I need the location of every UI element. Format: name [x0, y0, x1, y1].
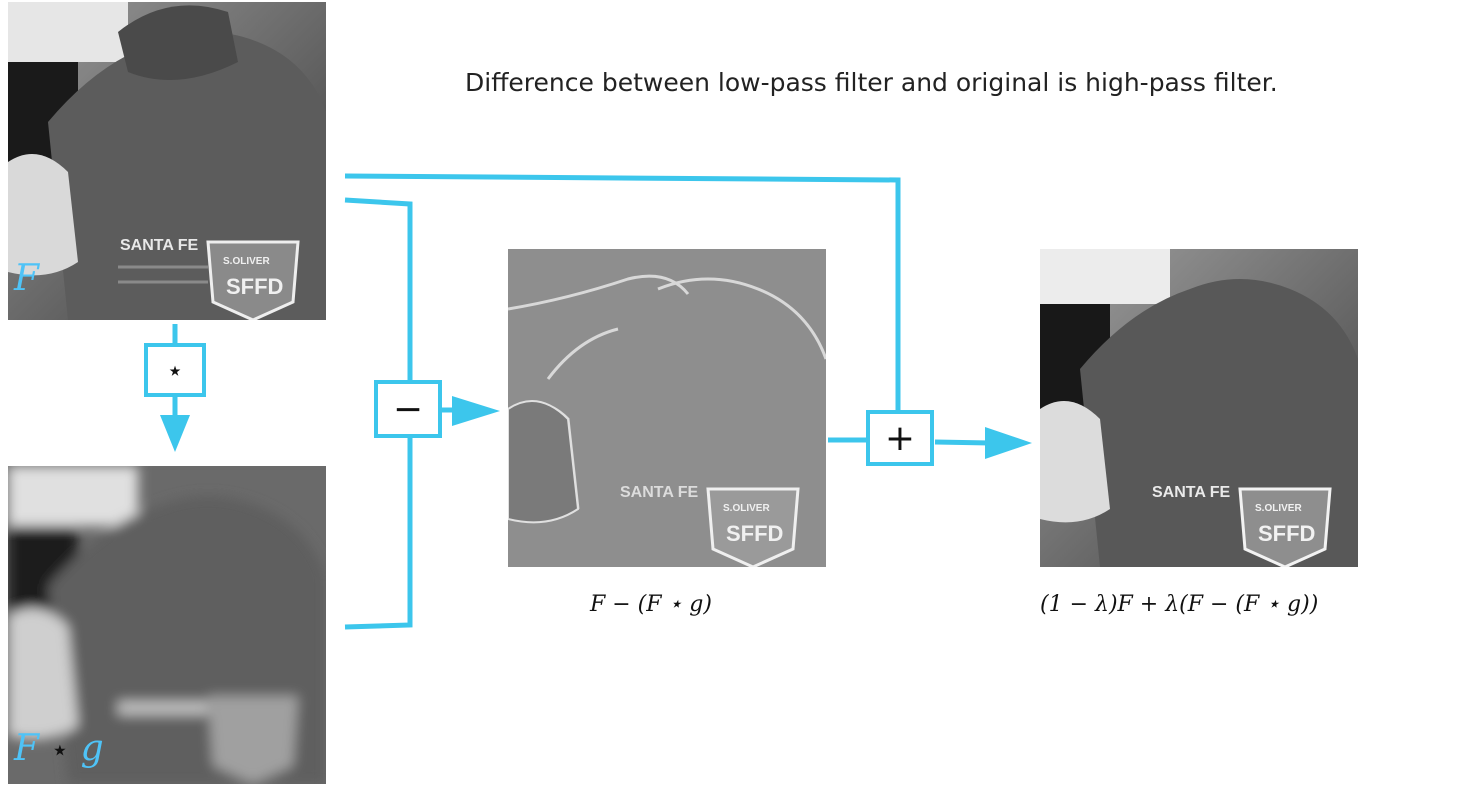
- wire-blurred-to-subtract: [344, 432, 413, 630]
- blurred-label-g: g: [80, 728, 104, 769]
- badge-main-text: SFFD: [226, 274, 283, 299]
- wire-add-to-result: [934, 439, 991, 446]
- shirt-text: SANTA FE: [120, 237, 199, 254]
- blurred-label: F ⋆ g: [14, 728, 104, 769]
- badge-top-text: S.OLIVER: [223, 256, 270, 267]
- blurred-label-op: ⋆: [50, 733, 70, 768]
- wire-original-to-add: [344, 173, 901, 412]
- arrowhead-down: [160, 415, 190, 452]
- shirt-text: SANTA FE: [620, 484, 699, 501]
- wire-original-to-subtract: [344, 197, 413, 380]
- add-operator: +: [866, 410, 934, 466]
- badge-top-text: S.OLIVER: [1255, 503, 1302, 514]
- result-image: SANTA FE S.OLIVER SFFD: [1040, 249, 1358, 567]
- add-symbol: +: [884, 417, 916, 459]
- original-label: F: [14, 258, 39, 299]
- arrowhead-to-highpass: [452, 396, 500, 426]
- highpass-image: SANTA FE S.OLIVER SFFD: [508, 249, 826, 567]
- original-image: SANTA FE S.OLIVER SFFD F: [8, 2, 326, 320]
- arrowhead-to-result: [985, 427, 1032, 459]
- blurred-image: F ⋆ g: [8, 466, 326, 784]
- page-title: Difference between low-pass filter and o…: [465, 68, 1278, 97]
- result-caption: (1 − λ)F + λ(F − (F ⋆ g)): [1040, 592, 1319, 617]
- highpass-caption: F − (F ⋆ g): [590, 592, 712, 617]
- badge-main-text: SFFD: [1258, 521, 1315, 546]
- subtract-symbol: −: [392, 388, 424, 430]
- convolve-operator: ⋆: [144, 343, 206, 397]
- badge-top-text: S.OLIVER: [723, 503, 770, 514]
- badge-main-text: SFFD: [726, 521, 783, 546]
- convolve-symbol: ⋆: [166, 353, 184, 387]
- subtract-operator: −: [374, 380, 442, 438]
- shirt-text: SANTA FE: [1152, 484, 1231, 501]
- blurred-label-f: F: [14, 728, 39, 769]
